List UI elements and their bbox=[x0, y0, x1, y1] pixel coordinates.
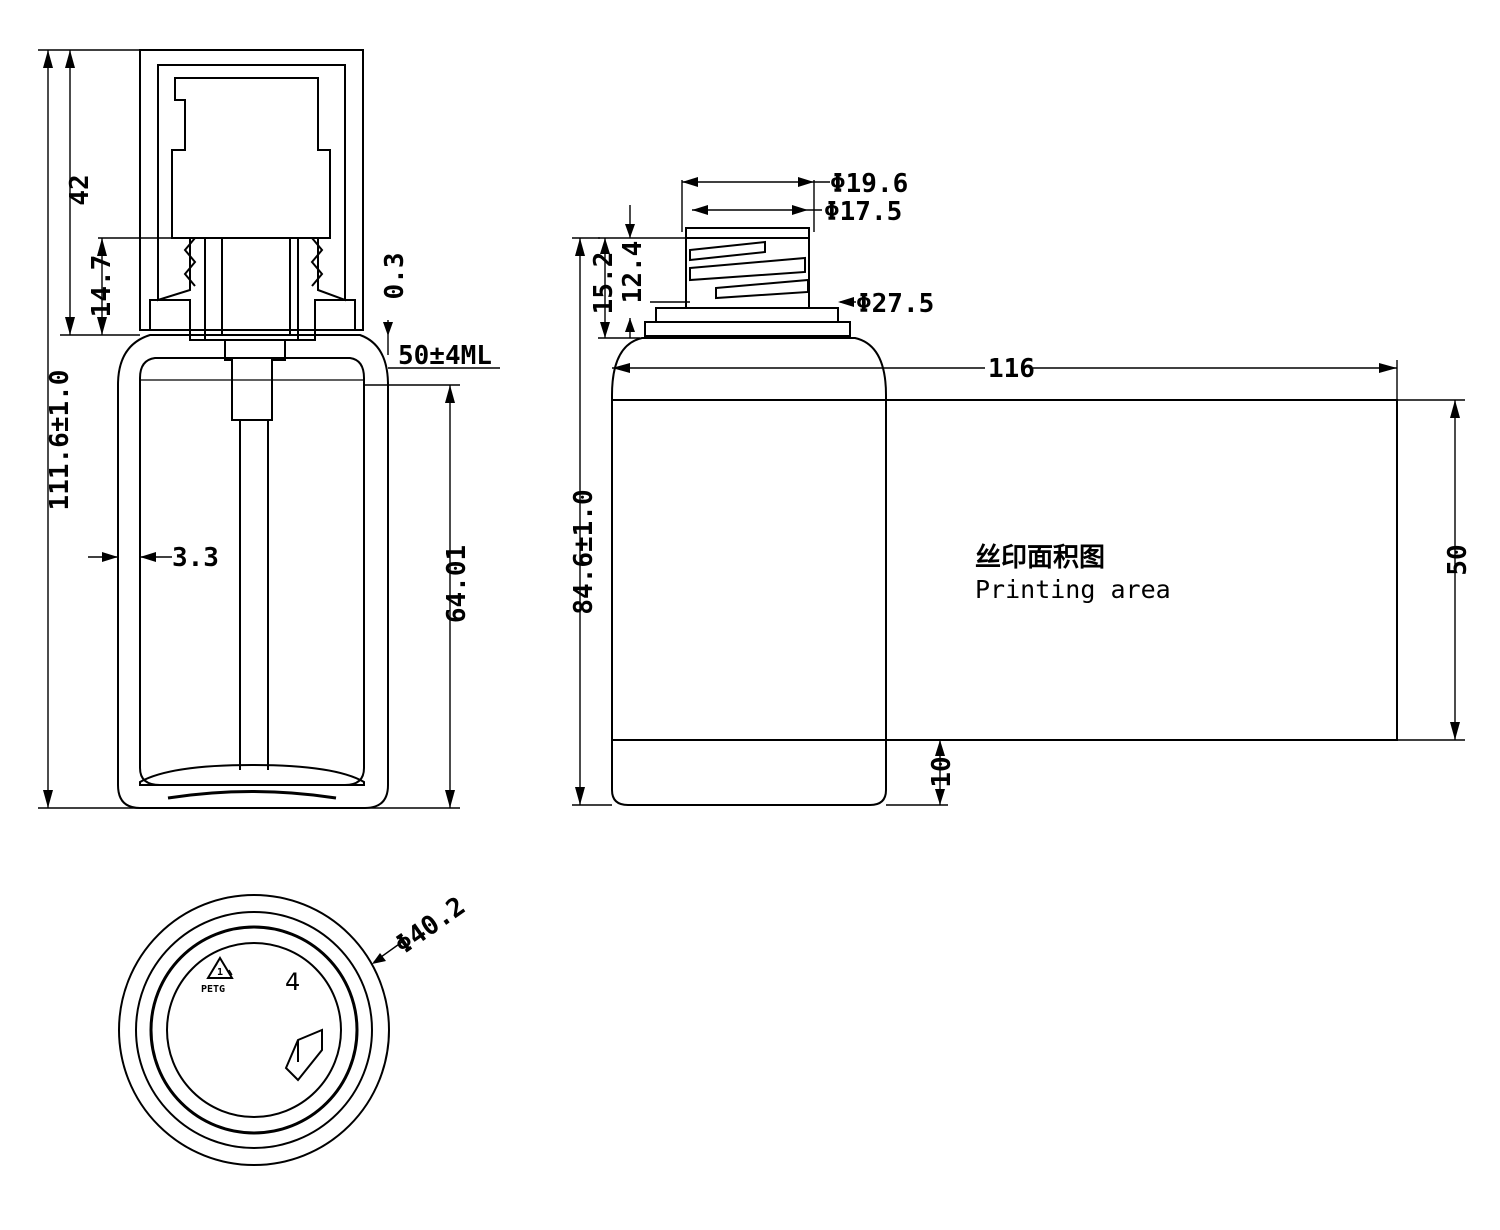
bottle-wall bbox=[117, 334, 389, 809]
thread-outer-dia-label: Φ19.6 bbox=[830, 169, 908, 199]
body-height-label: 84.6±1.0 bbox=[569, 489, 599, 614]
printing-area bbox=[611, 399, 1398, 741]
neck-total-label: 15.2 bbox=[589, 252, 619, 315]
recycle-triangle-icon: 1 PETG bbox=[201, 956, 234, 995]
print-height-label: 50 bbox=[1443, 544, 1473, 575]
fill-height-label: 64.01 bbox=[442, 545, 472, 623]
material-code: PETG bbox=[201, 984, 225, 995]
printing-area-label-cn: 丝印面积图 bbox=[975, 543, 1105, 573]
cavity-number: 4 bbox=[285, 968, 300, 996]
cavity-mark bbox=[284, 1028, 323, 1082]
bottom-view: 1 PETG 4 Φ40.2 bbox=[118, 891, 471, 1166]
print-width-label: 116 bbox=[988, 354, 1035, 384]
neck-height-label: 14.7 bbox=[87, 255, 117, 318]
overall-height-label: 111.6±1.0 bbox=[45, 370, 75, 511]
bottle-base bbox=[139, 763, 365, 786]
wall-thickness-label: 3.3 bbox=[172, 543, 219, 573]
gap-label: 0.3 bbox=[380, 253, 410, 300]
front-section-view: 111.6±1.0 42 14.7 0.3 50±4ML 3.3 64.01 bbox=[38, 49, 500, 809]
recycle-code: 1 bbox=[217, 967, 223, 978]
bottom-margin-label: 10 bbox=[927, 756, 957, 787]
bottom-diameter-label: Φ40.2 bbox=[390, 891, 471, 960]
shoulder-dia-label: Φ27.5 bbox=[856, 289, 934, 319]
thread-inner-dia-label: Φ17.5 bbox=[824, 197, 902, 227]
thread-height-label: 12.4 bbox=[618, 241, 648, 304]
dropper-plug bbox=[224, 339, 286, 421]
capacity-label: 50±4ML bbox=[398, 341, 492, 371]
printing-area-label-en: Printing area bbox=[975, 575, 1171, 604]
side-bottle-body bbox=[611, 337, 887, 806]
side-view: 丝印面积图 Printing area Φ19.6 Φ17.5 Φ27.5 15… bbox=[569, 169, 1473, 806]
cap-insert bbox=[171, 77, 331, 336]
cap-height-label: 42 bbox=[65, 174, 95, 205]
